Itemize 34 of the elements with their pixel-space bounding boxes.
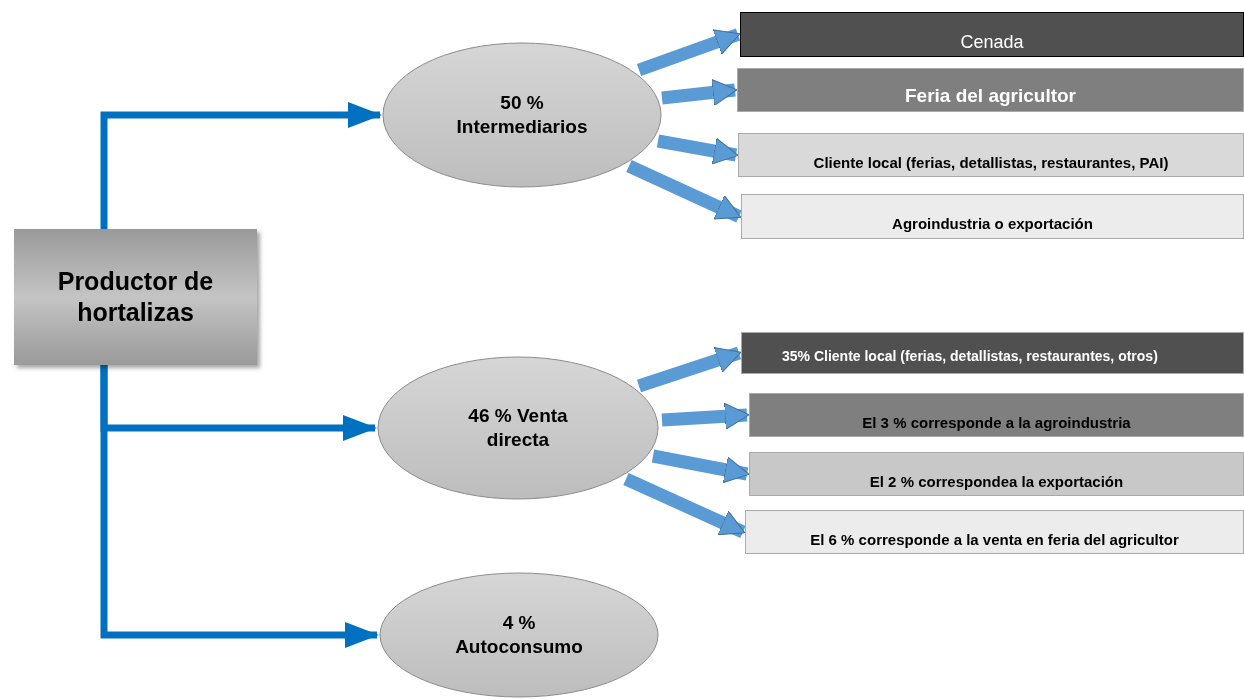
process-box (749, 393, 1244, 437)
node-label: 50 % Intermediarios (455, 91, 589, 139)
node-label: 46 % Venta directa (467, 404, 569, 452)
process-box (738, 133, 1244, 177)
ellipse-node (382, 42, 662, 188)
arrow (100, 102, 382, 229)
process-box (741, 332, 1244, 374)
node-label: Feria del agricultor (904, 84, 1076, 108)
process-box (740, 12, 1244, 57)
arrow (100, 365, 379, 648)
node-label: El 6 % corresponde a la venta en feria del agricultor (810, 530, 1179, 550)
node-label: Productor de hortalizas (56, 265, 215, 328)
arrow (626, 160, 742, 223)
process-box (749, 452, 1244, 496)
process-box (737, 68, 1244, 112)
node-label: 4 % Autoconsumo (454, 611, 584, 659)
arrow (636, 28, 741, 77)
node-label: Cenada (960, 31, 1024, 54)
node-label: Agroindustria o exportación (892, 215, 1093, 234)
process-box (14, 229, 257, 365)
arrow (661, 402, 750, 430)
ellipse-node (379, 572, 659, 698)
node-label: Cliente local (ferias, detallistas, restaurantes, PAI) (813, 153, 1169, 173)
node-label: El 2 % correspondea la exportación (869, 472, 1124, 492)
ellipse-node (377, 356, 659, 500)
arrow (656, 134, 739, 165)
node-label: 35% Cliente local (ferias, detallistas, restaurantes, otros) (782, 348, 1158, 366)
process-box (741, 194, 1244, 239)
process-box (745, 510, 1244, 554)
arrow (661, 78, 738, 106)
arrow (623, 473, 746, 538)
arrow (636, 346, 742, 393)
arrow (651, 449, 750, 484)
node-label: El 3 % corresponde a la agroindustria (862, 413, 1131, 433)
